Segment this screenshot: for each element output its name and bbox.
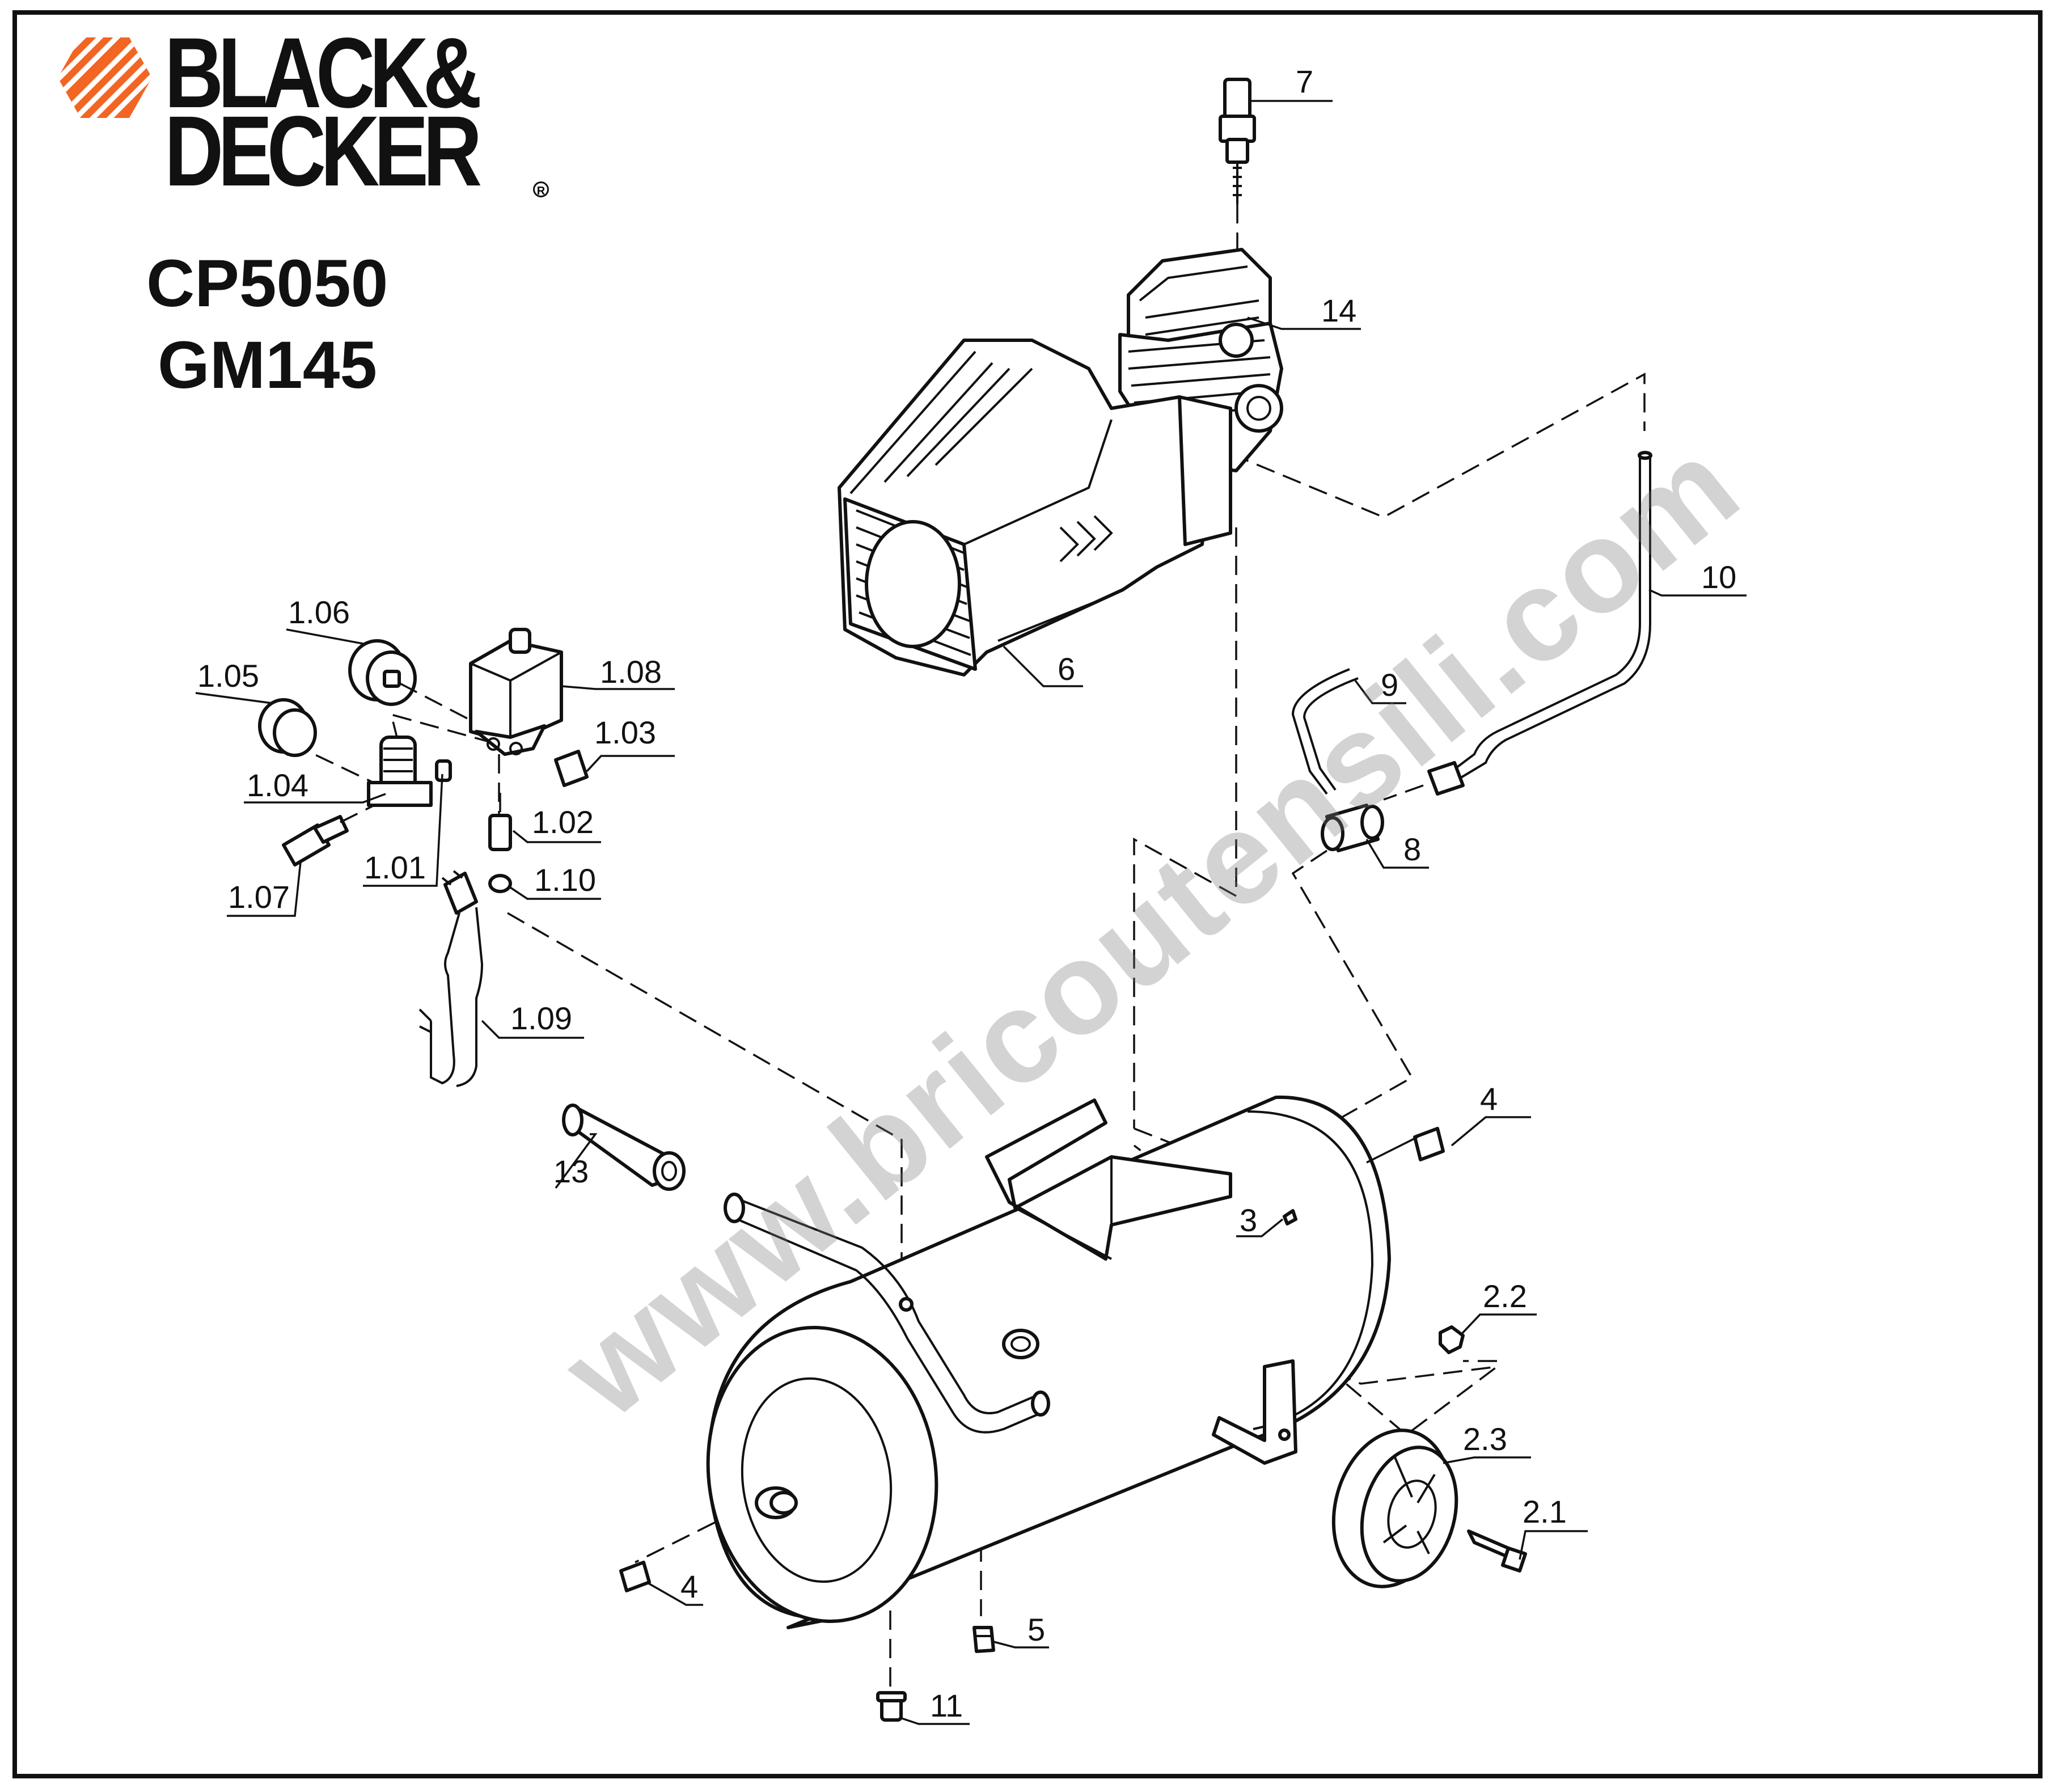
callout-1-07: 1.07 bbox=[228, 879, 290, 915]
part-6-motor bbox=[838, 339, 1232, 677]
registered-mark: R bbox=[533, 181, 549, 197]
callout-2-1: 2.1 bbox=[1523, 1494, 1567, 1529]
part-9-pipe bbox=[1291, 668, 1359, 795]
callout-9: 9 bbox=[1381, 667, 1399, 703]
wheel-assembly bbox=[1212, 1325, 1527, 1588]
callout-1-09: 1.09 bbox=[510, 1000, 572, 1036]
part-8-fitting bbox=[1321, 804, 1384, 852]
callout-6: 6 bbox=[1058, 651, 1076, 687]
callout-2-3: 2.3 bbox=[1463, 1421, 1507, 1457]
callout-4-bottom: 4 bbox=[680, 1569, 699, 1604]
brand-name-line-2: DECKER bbox=[164, 96, 482, 207]
callout-7: 7 bbox=[1296, 64, 1314, 99]
callout-1-03: 1.03 bbox=[594, 715, 656, 750]
part-13-handle bbox=[562, 1104, 1050, 1434]
pressure-switch-assembly bbox=[258, 628, 589, 1087]
hexagon-logo-icon bbox=[58, 37, 152, 118]
callout-5: 5 bbox=[1028, 1612, 1046, 1647]
air-tank bbox=[706, 1095, 1391, 1629]
brand-logo: BLACK& DECKER R bbox=[57, 23, 549, 207]
callout-14: 14 bbox=[1321, 293, 1357, 328]
callout-8: 8 bbox=[1403, 831, 1422, 867]
callout-4-top: 4 bbox=[1480, 1081, 1498, 1117]
model-number: CP5050 bbox=[146, 246, 388, 321]
drawing-frame bbox=[12, 10, 2043, 1778]
callout-3: 3 bbox=[1240, 1202, 1258, 1238]
callout-13: 13 bbox=[553, 1153, 589, 1189]
callout-1-06: 1.06 bbox=[288, 594, 350, 630]
callout-1-05: 1.05 bbox=[197, 658, 259, 694]
callout-10: 10 bbox=[1701, 559, 1737, 595]
callout-1-10: 1.10 bbox=[534, 862, 596, 898]
leader-lines bbox=[195, 100, 1747, 1725]
small-fittings bbox=[619, 1127, 1445, 1722]
part-7-valve bbox=[1219, 78, 1256, 255]
model-code: GM145 bbox=[158, 328, 377, 403]
callout-1-01: 1.01 bbox=[364, 849, 426, 885]
callout-1-02: 1.02 bbox=[532, 804, 594, 840]
callout-2-2: 2.2 bbox=[1483, 1278, 1527, 1314]
callout-1-04: 1.04 bbox=[247, 767, 308, 803]
motor-mount-plate bbox=[985, 1098, 1232, 1261]
brand-name-line-1: BLACK& bbox=[164, 18, 482, 129]
callout-11: 11 bbox=[930, 1688, 963, 1723]
callout-1-08: 1.08 bbox=[600, 654, 662, 690]
part-10-delivery-tube bbox=[1383, 451, 1652, 801]
